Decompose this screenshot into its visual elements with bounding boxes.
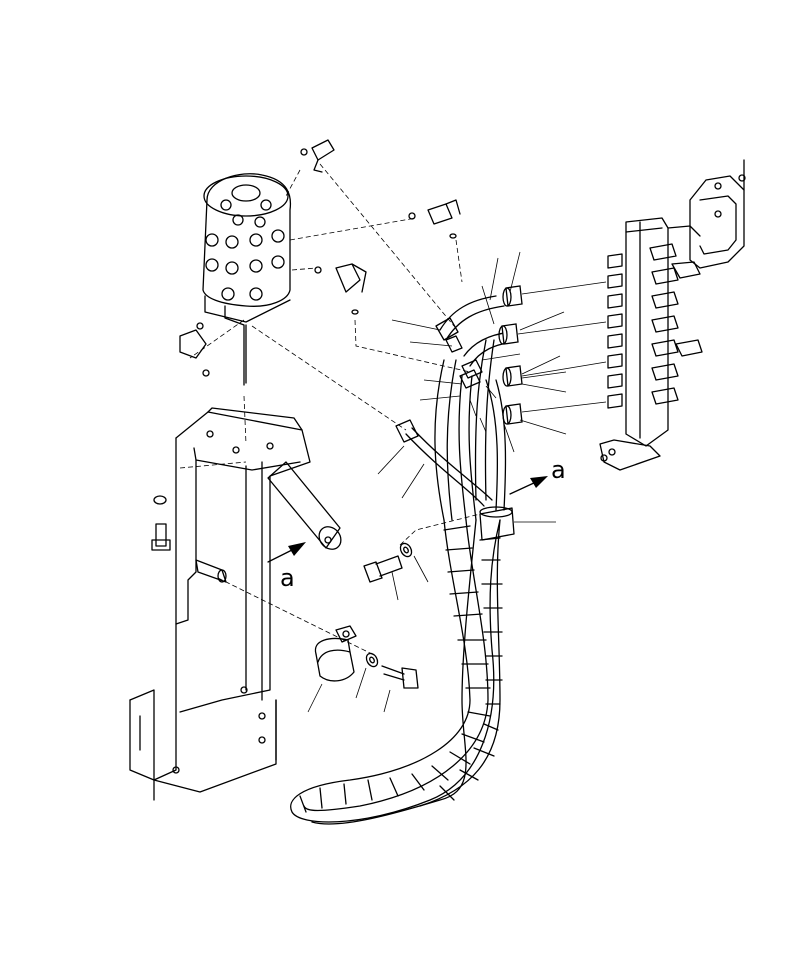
- view-arrow-a-right: a: [509, 456, 566, 495]
- control-valve: [599, 159, 746, 471]
- hose-end-fittings: [395, 317, 483, 443]
- hose-clamp-band: [479, 506, 515, 541]
- view-label-a-right: a: [551, 456, 566, 484]
- hose-clamp: [314, 625, 357, 682]
- valve-leaders: [517, 281, 607, 413]
- swivel-joint: [202, 173, 292, 386]
- swivel-fittings: [179, 139, 461, 377]
- view-arrow-a-left: a: [267, 542, 306, 592]
- leader-lines: [179, 163, 481, 657]
- frame-bracket: [129, 407, 342, 801]
- hose-bundle: [290, 295, 515, 825]
- bolt-upper: [363, 542, 413, 583]
- left-bolt: [151, 495, 171, 551]
- view-label-a-left: a: [280, 564, 295, 592]
- bolt-lower: [365, 652, 419, 689]
- callout-leaders: [307, 251, 567, 713]
